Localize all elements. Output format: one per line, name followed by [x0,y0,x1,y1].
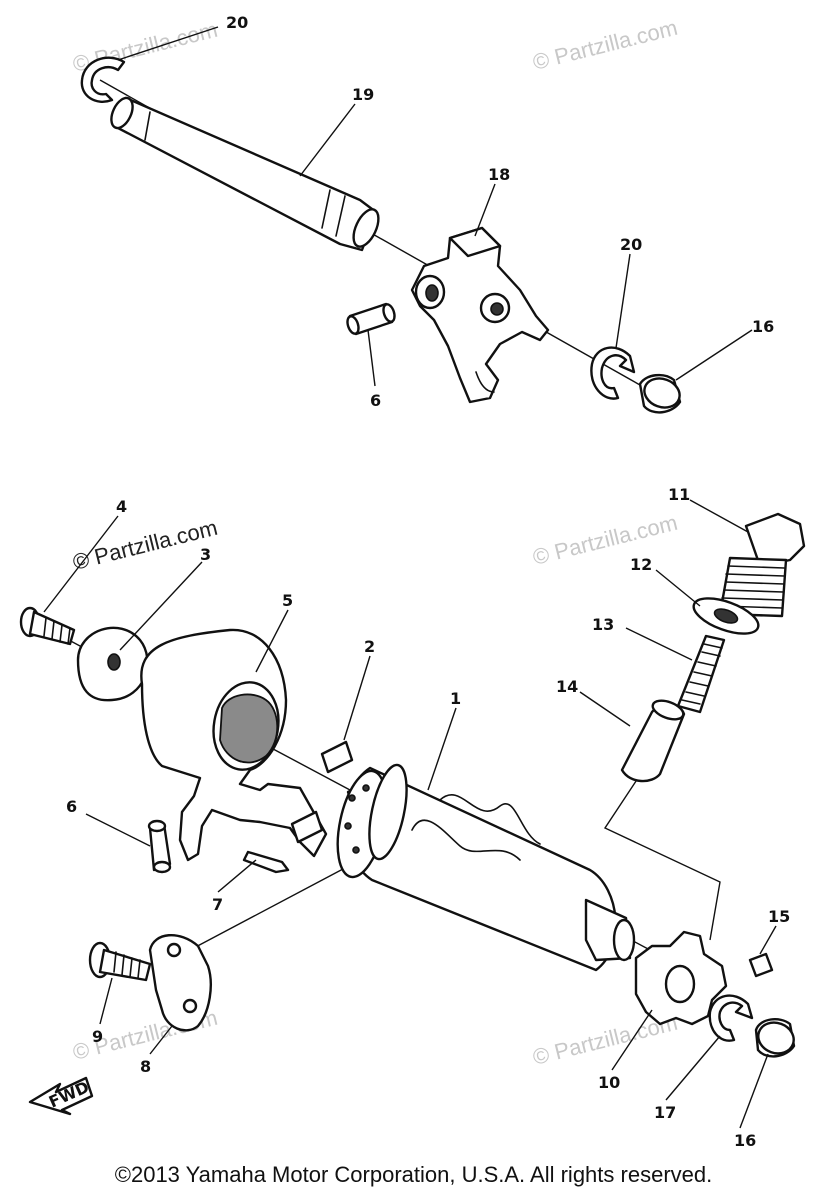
callout-4: 4 [116,497,127,516]
leader-6-top [367,329,376,387]
cap-16-bottom [754,1018,796,1058]
callout-17: 17 [654,1103,676,1122]
callout-3: 3 [200,545,211,564]
leader-5 [255,609,289,673]
leader-20-top [117,26,219,61]
bolt-to-plate-line [189,859,361,951]
callout-14: 14 [556,677,578,696]
leader-20-right [615,253,631,349]
leader-10 [611,1009,653,1071]
callout-2: 2 [364,637,375,656]
leader-16-top [675,329,753,381]
spring-13 [676,634,726,714]
callout-5: 5 [282,591,293,610]
fwd-arrow: FWD [28,1076,94,1116]
leader-9 [99,977,113,1025]
split-pin-7 [242,850,290,874]
leader-11 [689,499,749,533]
callout-6-top: 6 [370,391,381,410]
callout-9: 9 [92,1027,103,1046]
detent-to-cam-line [603,759,721,941]
callout-20-top: 20 [226,13,248,32]
dowel-pin-6-bottom [147,819,172,874]
leader-4 [43,515,119,613]
leader-1 [427,707,457,791]
gasket-12 [692,597,760,635]
leader-13 [625,627,693,661]
leader-18 [474,183,496,237]
plate-8 [148,933,212,1032]
callout-19: 19 [352,85,374,104]
circlip-20-top [80,56,126,103]
callout-1: 1 [450,689,461,708]
shift-drum-1 [336,763,636,972]
callout-7: 7 [212,895,223,914]
callout-8: 8 [140,1057,151,1076]
leader-16-bottom [739,1053,769,1129]
cap-16-top [638,373,682,414]
leader-3 [119,561,203,651]
leader-6-bottom [85,813,151,847]
callout-12: 12 [630,555,652,574]
watermark-top-right: © Partzilla.com [530,15,680,75]
leader-19 [299,103,356,177]
shift-shaft-19 [110,96,380,252]
watermark-mid-right: © Partzilla.com [530,510,680,570]
leader-12 [655,569,701,607]
leader-17 [665,1035,721,1101]
callout-18: 18 [488,165,510,184]
callout-15: 15 [768,907,790,926]
leader-14 [579,691,631,727]
callout-13: 13 [592,615,614,634]
callout-16-bottom: 16 [734,1131,756,1150]
dowel-pin-6-top [346,302,396,336]
plunger-14 [620,699,686,783]
leader-15 [759,925,777,955]
screw-4 [19,606,76,646]
leader-7 [217,859,257,893]
callout-16-top: 16 [752,317,774,336]
washer-3 [76,626,149,702]
callout-11: 11 [668,485,690,504]
circlip-17 [708,994,754,1042]
star-cam-10 [634,930,728,1026]
detent-bolt-11 [718,512,806,618]
bolt-9 [88,941,152,982]
callout-6-bottom: 6 [66,797,77,816]
copyright-notice: ©2013 Yamaha Motor Corporation, U.S.A. A… [114,1162,713,1187]
callout-20-right: 20 [620,235,642,254]
leader-2 [343,655,371,741]
shift-fork-18 [410,226,550,404]
circlip-20-right [590,346,636,400]
leader-8 [149,1025,173,1055]
pin-15 [748,952,774,978]
exploded-parts-diagram: © Partzilla.com © Partzilla.com © Partzi… [19,13,806,1150]
stopper-5 [140,628,328,862]
callout-10: 10 [598,1073,620,1092]
